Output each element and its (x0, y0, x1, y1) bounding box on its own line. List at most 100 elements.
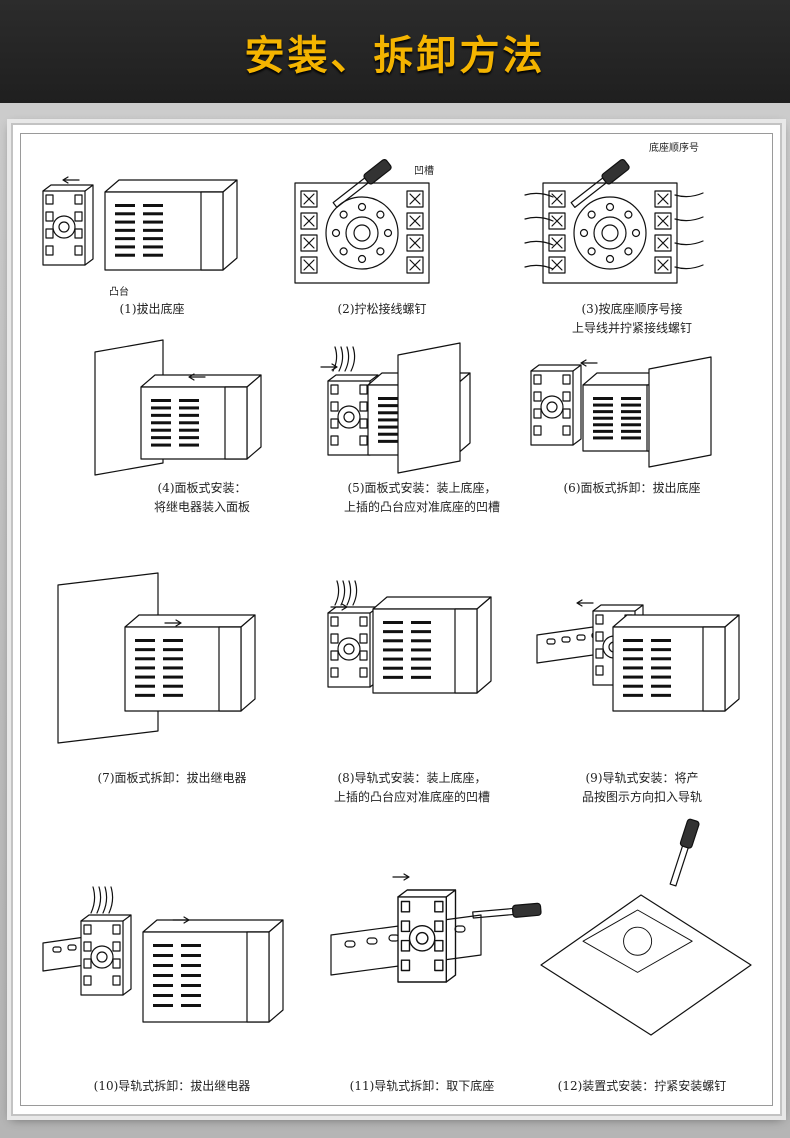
plate-pin (587, 210, 596, 219)
relay-vent (651, 657, 671, 661)
socket-screw (112, 975, 121, 986)
wire (674, 264, 704, 270)
driver-handle (511, 902, 542, 918)
terminal (548, 256, 566, 274)
relay-vent (593, 403, 613, 407)
relay-side (724, 614, 740, 712)
relay-vent (151, 399, 171, 402)
socket-screw (400, 939, 411, 952)
relay-vent (153, 984, 173, 987)
relay-vent (623, 693, 643, 697)
socket-screw (533, 374, 542, 385)
socket-body (530, 370, 574, 446)
fig10-socket (80, 914, 132, 996)
wire (524, 192, 554, 198)
step-caption-10: (10)导轨式拆卸：拔出继电器 (93, 1079, 251, 1093)
terminal-x (551, 193, 563, 205)
terminal-x (551, 237, 563, 249)
relay-vent (623, 666, 643, 670)
fig7-arrow (164, 619, 182, 627)
panel-sheet (397, 342, 461, 474)
wire (350, 346, 356, 372)
sheet-frame (20, 133, 773, 1106)
fig3-wires (524, 192, 554, 270)
plate-pin (376, 247, 385, 256)
relay-vent (153, 994, 173, 997)
relay-vent (181, 974, 201, 977)
socket-hub (337, 637, 361, 661)
relay-vent (163, 657, 183, 661)
terminal-x (303, 259, 315, 271)
relay-vent (143, 253, 163, 257)
relay-vent (151, 436, 171, 440)
relay-vent (179, 428, 199, 432)
relay-vent (651, 648, 671, 652)
relay-vent (621, 429, 641, 433)
fig9-arrow (576, 599, 594, 607)
label-groove: 凹槽 (414, 166, 434, 177)
socket-screw (562, 391, 571, 402)
socket-screw (330, 616, 339, 627)
terminal (654, 256, 672, 274)
relay-top (142, 919, 284, 933)
fig10-relay (142, 919, 284, 1023)
fig12-driver (669, 818, 700, 887)
fig3-wires-r (674, 192, 704, 270)
socket-screw (562, 408, 571, 419)
relay-vent (411, 675, 431, 679)
socket-screw (83, 958, 92, 969)
socket-hub (540, 395, 564, 419)
relay-vent (163, 648, 183, 652)
socket-screw (330, 633, 339, 644)
relay-vent (181, 944, 201, 947)
fig5-wires (332, 346, 356, 372)
plate-pin (587, 247, 596, 256)
socket-hub (408, 924, 436, 952)
relay-vent (179, 421, 199, 425)
plate-pin (631, 228, 641, 238)
relay-cap (246, 931, 270, 1023)
illustrations (42, 159, 752, 1036)
driver-handle (363, 159, 392, 185)
wire (340, 580, 346, 606)
socket-hub (90, 945, 114, 969)
relay-top (104, 179, 238, 193)
terminal (654, 234, 672, 252)
socket-body (80, 920, 124, 996)
relay-vent (151, 413, 171, 417)
socket-plate (542, 182, 678, 284)
relay-vent (181, 964, 201, 967)
relay-vent (143, 220, 163, 224)
terminal (548, 212, 566, 230)
relay-vent (135, 675, 155, 679)
socket-screw (112, 924, 121, 935)
socket-screw (74, 245, 83, 256)
relay-vent (621, 423, 641, 427)
terminal-x (657, 259, 669, 271)
relay-vent (411, 630, 431, 634)
relay-vent (593, 423, 613, 427)
relay-vent (181, 994, 201, 997)
fig5-socket (327, 374, 379, 456)
relay-vent (623, 648, 643, 652)
step-caption-2: (2)拧松接线螺钉 (337, 302, 427, 316)
relay-vent (115, 245, 135, 249)
wire (352, 580, 358, 606)
relay-vent (135, 684, 155, 688)
socket-screw (83, 924, 92, 935)
socket-screw (533, 391, 542, 402)
socket-screw (595, 614, 604, 625)
socket-screw (434, 900, 444, 913)
fig9-relay (612, 614, 740, 712)
relay-top (124, 614, 256, 628)
relay-vent (651, 693, 671, 697)
relay-vent (651, 639, 671, 642)
relay-vent (153, 954, 173, 957)
terminal-x (657, 237, 669, 249)
wire (674, 216, 704, 222)
relay-cap (218, 626, 242, 712)
socket-screw (330, 384, 339, 395)
relay-vent (623, 639, 643, 642)
relay-vent (411, 639, 431, 643)
arrow-path (330, 603, 348, 611)
